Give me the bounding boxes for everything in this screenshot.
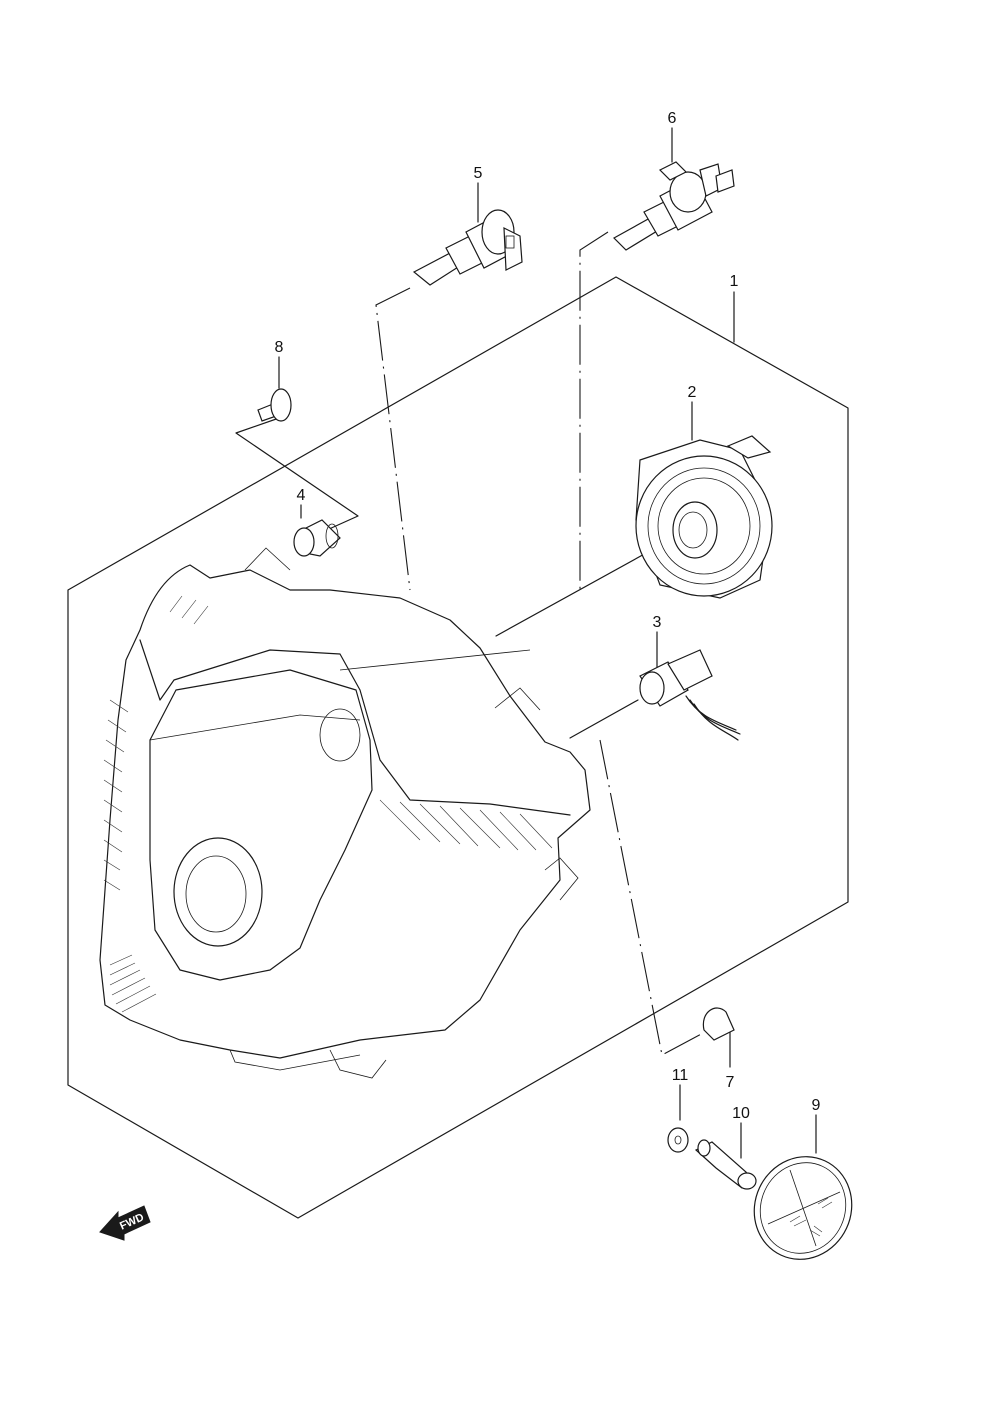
- bulb-5-assembly-line: [375, 287, 411, 591]
- part-number-11: 11: [672, 1067, 689, 1084]
- socket-3-assembly-line: [569, 699, 639, 739]
- housing-hatch-left: [103, 699, 157, 1013]
- part-11-washer: [667, 1127, 689, 1153]
- part-3-lamp-socket: [639, 649, 741, 741]
- part-4-grommet: [293, 519, 341, 557]
- part-number-1: 1: [730, 273, 739, 290]
- part-number-5: 5: [474, 165, 483, 182]
- housing-hatch-right: [169, 595, 553, 851]
- assembly-boundary-outline: [67, 276, 849, 1219]
- part-2-socket-cover: [635, 435, 773, 599]
- part-number-8: 8: [275, 339, 284, 356]
- part-number-10: 10: [732, 1105, 750, 1122]
- socket-2-assembly-line: [495, 551, 649, 637]
- part-8-leader-bracket: [235, 416, 359, 535]
- part-number-4: 4: [297, 487, 306, 504]
- part-8-screw: [257, 388, 292, 422]
- part-7-wedge-bulb: [702, 1007, 735, 1041]
- bulb-7-assembly-line: [599, 739, 706, 1056]
- part-9-cap: [753, 1156, 853, 1260]
- part-5-halogen-bulb: [412, 209, 523, 286]
- part-number-6: 6: [668, 110, 677, 127]
- bulb-6-assembly-line: [579, 231, 609, 590]
- headlamp-housing: [99, 547, 591, 1079]
- part-6-halogen-bulb-h4: [613, 161, 735, 251]
- fwd-direction-arrow: FWD: [99, 1205, 151, 1241]
- part-10-adjuster-screw: [694, 1139, 757, 1190]
- part-number-9: 9: [812, 1097, 821, 1114]
- part-number-2: 2: [688, 384, 697, 401]
- part-number-7: 7: [726, 1074, 735, 1091]
- part-number-3: 3: [653, 614, 662, 631]
